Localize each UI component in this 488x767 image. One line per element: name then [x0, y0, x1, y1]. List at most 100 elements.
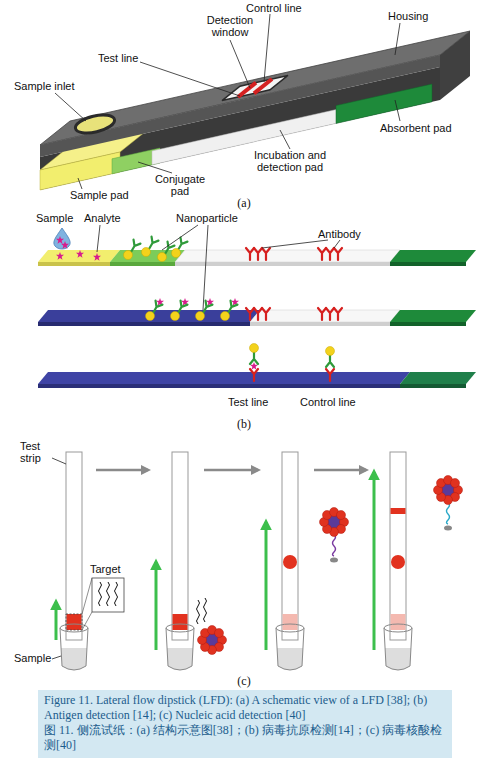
leader-line	[55, 14, 400, 189]
nanoparticle-cluster	[198, 626, 227, 655]
capture-antibody	[326, 369, 334, 381]
part-label: Conjugate pad	[150, 173, 210, 197]
capture-antibody	[250, 369, 258, 381]
sample-tube	[277, 648, 303, 670]
antigen-strip	[38, 384, 400, 388]
capture-antibody	[262, 248, 270, 260]
nanoparticle-conjugate	[326, 355, 334, 367]
nanoparticle-cluster	[197, 600, 200, 624]
leader-line	[395, 100, 400, 121]
antigen-strip	[175, 250, 400, 262]
part-label: Nanoparticle	[176, 212, 256, 224]
analyte-star	[76, 250, 84, 258]
part-label: Test line	[228, 396, 288, 408]
leader-line	[334, 240, 340, 248]
capture-antibody	[334, 308, 342, 320]
nanoparticle-conjugate	[171, 312, 180, 321]
nanoparticle-conjugate	[221, 312, 230, 321]
lfd-housing-3d	[40, 31, 470, 145]
capture-antibody	[254, 248, 262, 260]
lfd-housing-3d	[440, 31, 470, 100]
sample-tube	[276, 624, 304, 632]
lfd-housing-3d	[40, 55, 440, 157]
target-zoom	[66, 578, 124, 630]
part-label: Sample inlet	[14, 80, 84, 92]
antigen-strip	[38, 372, 410, 384]
sample-tube	[384, 624, 412, 632]
sample-tube	[61, 648, 87, 670]
flow-arrow	[373, 472, 376, 650]
nanoparticle-cluster	[320, 508, 349, 537]
dipstick	[391, 508, 406, 514]
sample-tube	[276, 628, 304, 670]
nanoparticle-conjugate	[196, 312, 205, 321]
leader-line	[52, 458, 66, 659]
dipstick	[172, 452, 188, 640]
leader-line	[230, 40, 250, 88]
capture-antibody	[246, 248, 254, 260]
leader-line	[97, 225, 100, 252]
flow-arrow	[155, 562, 158, 650]
capture-antibody	[246, 248, 342, 381]
analyte-star	[93, 253, 101, 261]
capture-antibody	[318, 248, 326, 260]
sample-tube	[166, 628, 194, 670]
lfd-housing-3d	[222, 75, 288, 100]
antigen-strip	[250, 310, 400, 322]
target-zoom	[115, 582, 118, 606]
nanoparticle-cluster	[197, 476, 463, 655]
lfd-housing-3d	[254, 79, 272, 93]
target-zoom	[82, 578, 92, 614]
capture-antibody	[262, 308, 270, 320]
part-label: Test line	[98, 52, 158, 64]
part-label: Analyte	[84, 212, 134, 224]
target-zoom	[92, 578, 124, 612]
sample-tube	[384, 628, 412, 670]
target-zoom	[82, 612, 92, 630]
part-label: Sample	[14, 652, 54, 664]
capture-antibody	[326, 308, 334, 320]
antigen-strip	[390, 262, 466, 266]
capture-antibody	[326, 248, 334, 260]
sample-tube	[167, 648, 193, 670]
part-label: Control line	[246, 2, 316, 14]
figure-caption: Figure 11. Lateral flow dipstick (LFD): …	[44, 693, 446, 723]
antigen-strip	[175, 262, 390, 266]
dipstick	[283, 614, 298, 630]
nanoparticle-cluster	[444, 526, 452, 531]
dipstick	[283, 555, 297, 569]
sample-tube	[166, 624, 194, 632]
target-zoom	[66, 614, 82, 630]
nanoparticle-conjugate	[172, 249, 181, 258]
part-label: Sample pad	[70, 189, 140, 201]
nanoparticle-conjugate	[146, 312, 155, 321]
target-zoom	[99, 582, 102, 606]
panel-letter: (a)	[229, 197, 259, 210]
sample-drop	[61, 241, 69, 249]
nanoparticle-cluster	[447, 502, 450, 524]
nanoparticle-conjugate	[250, 352, 258, 364]
sample-tube	[385, 648, 411, 670]
lfd-housing-3d	[336, 84, 432, 123]
caption-translation: 图 11. 侧流试纸：(a) 结构示意图[38]；(b) 病毒抗原检测[14]；…	[44, 723, 446, 753]
antigen-strip	[38, 250, 120, 262]
antigen-strip	[38, 322, 250, 326]
flow-arrow	[56, 472, 374, 650]
leader-line	[52, 458, 66, 464]
analyte-star	[56, 252, 64, 260]
dipstick	[391, 614, 406, 630]
sample-tube	[60, 624, 412, 670]
flow-arrow	[265, 522, 268, 650]
antigen-strip	[250, 322, 390, 326]
lfd-housing-3d	[40, 152, 120, 190]
sample-drop	[54, 228, 70, 249]
antigen-strip	[110, 262, 175, 266]
sample-tube	[60, 624, 88, 632]
step-arrow	[96, 469, 366, 472]
capture-antibody	[334, 248, 342, 260]
antigen-strip	[38, 310, 260, 322]
lfd-housing-3d	[40, 31, 470, 190]
antigen-strip	[400, 384, 466, 388]
nanoparticle-cluster	[434, 476, 463, 505]
